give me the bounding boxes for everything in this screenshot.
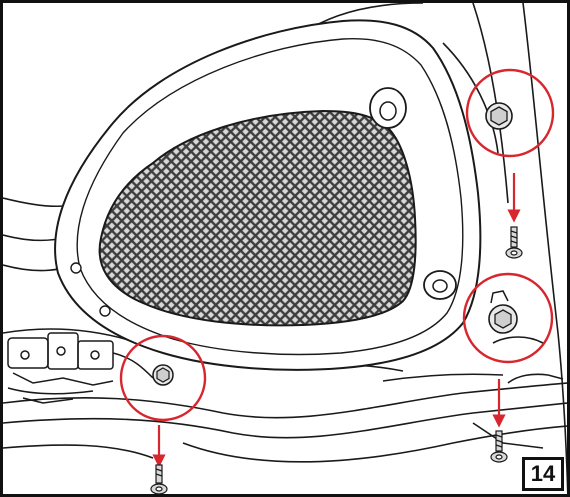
- mesh-grille: [98, 109, 417, 327]
- screw-icon: [150, 464, 168, 494]
- screw-icon: [505, 226, 523, 259]
- bolt-icon: [152, 364, 174, 386]
- screw-icon: [490, 430, 508, 463]
- arrow-down-icon: [152, 173, 521, 468]
- wiring-clutter: [7, 332, 154, 404]
- bolt-icon: [485, 102, 513, 130]
- mount-holes-left: [70, 262, 111, 317]
- bolt-icon: [488, 290, 518, 334]
- cover-panel-inner: [76, 38, 464, 356]
- highlight-circle: [119, 68, 555, 422]
- mount-boss-right: [423, 270, 457, 300]
- mount-boss-top: [369, 87, 407, 129]
- step-number-badge: 14: [522, 457, 564, 491]
- underbody-illustration: [3, 3, 567, 494]
